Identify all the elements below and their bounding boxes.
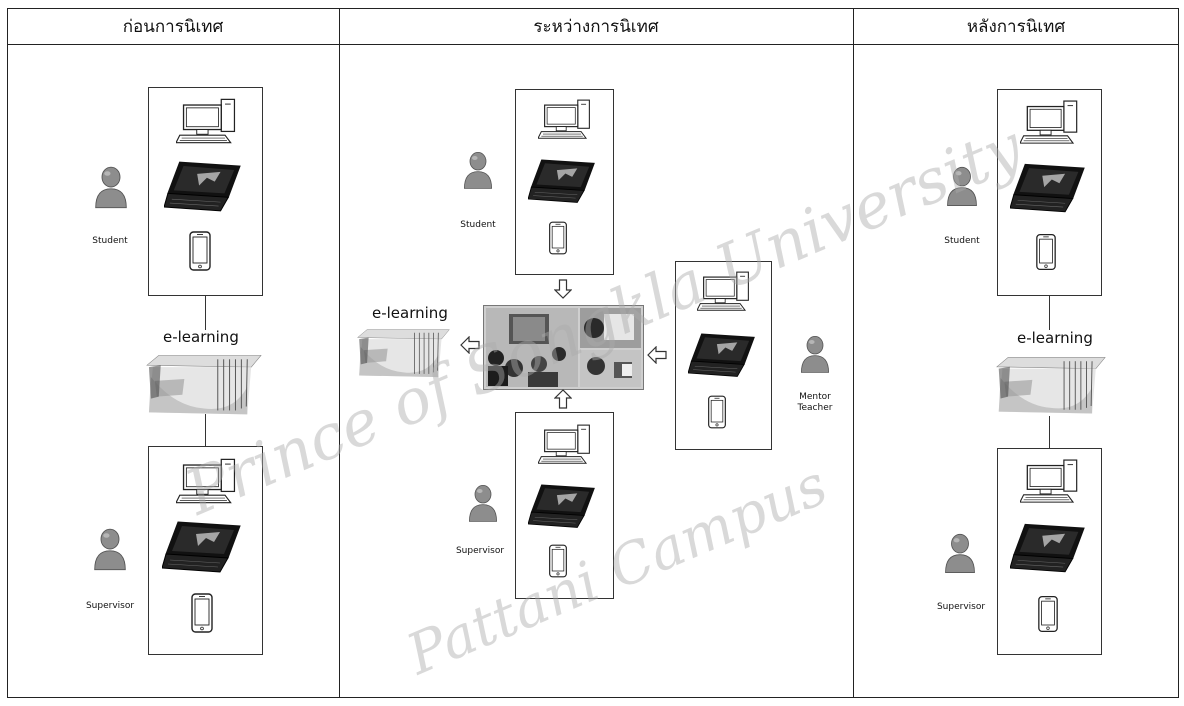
desktop-computer-icon [697, 270, 755, 314]
books-icon [995, 337, 1107, 419]
connector-line [1049, 416, 1050, 450]
books-icon [145, 336, 263, 418]
user-icon [93, 163, 129, 211]
connector-line [205, 296, 206, 330]
column-title-after: หลังการนิเทศ [966, 17, 1066, 37]
connector-line [1049, 296, 1050, 330]
elearning-resource: e-learning [356, 302, 451, 382]
smartphone-icon [188, 230, 212, 272]
column-title-before: ก่อนการนิเทศ [122, 17, 224, 37]
laptop-icon [528, 158, 596, 206]
classroom-photo-image [484, 306, 643, 389]
elearning-label: e-learning [163, 328, 239, 346]
laptop-icon [1010, 162, 1086, 216]
user-icon [462, 148, 494, 192]
laptop-icon [1010, 522, 1086, 576]
connector-line [205, 414, 206, 448]
column-divider-1 [339, 8, 340, 698]
smartphone-icon [1035, 232, 1057, 272]
student-label: Student [460, 220, 496, 230]
supervisor-label: Supervisor [85, 601, 135, 611]
mentor-label-line1: Mentor [799, 392, 831, 402]
desktop-computer-icon [1020, 99, 1084, 147]
supervisor-label: Supervisor [455, 546, 505, 556]
arrow-down-icon [554, 279, 572, 299]
desktop-computer-icon [176, 457, 242, 507]
table-frame [7, 8, 1179, 698]
column-divider-2 [853, 8, 854, 698]
mentor-label-line2: Teacher [797, 403, 833, 413]
laptop-icon [528, 483, 596, 531]
arrow-left-icon [647, 346, 667, 364]
desktop-computer-icon [538, 423, 596, 467]
classroom-photo [483, 305, 644, 390]
supervisor-label: Supervisor [936, 602, 986, 612]
smartphone-icon [548, 220, 568, 256]
elearning-label: e-learning [1017, 329, 1093, 347]
desktop-computer-icon [538, 98, 596, 142]
smartphone-icon [190, 592, 214, 634]
elearning-label: e-learning [372, 304, 448, 322]
elearning-resource: e-learning [995, 327, 1107, 419]
user-icon [943, 530, 977, 576]
user-icon [92, 525, 128, 573]
column-title-during: ระหว่างการนิเทศ [533, 17, 659, 37]
arrow-left-icon [460, 336, 480, 354]
books-icon [356, 312, 451, 382]
mentor-teacher-label: Mentor Teacher [787, 392, 843, 414]
laptop-icon [162, 520, 242, 576]
student-label: Student [944, 236, 980, 246]
smartphone-icon [1037, 594, 1059, 634]
desktop-computer-icon [1020, 458, 1084, 506]
desktop-computer-icon [176, 97, 242, 147]
laptop-icon [688, 332, 756, 380]
user-icon [467, 481, 499, 525]
elearning-resource: e-learning [145, 326, 263, 418]
smartphone-icon [707, 394, 727, 430]
arrow-up-icon [554, 389, 572, 409]
laptop-icon [164, 160, 242, 215]
header-divider [7, 44, 1179, 45]
student-label: Student [92, 236, 128, 246]
smartphone-icon [548, 543, 568, 579]
user-icon [945, 163, 979, 209]
user-icon [799, 332, 831, 376]
